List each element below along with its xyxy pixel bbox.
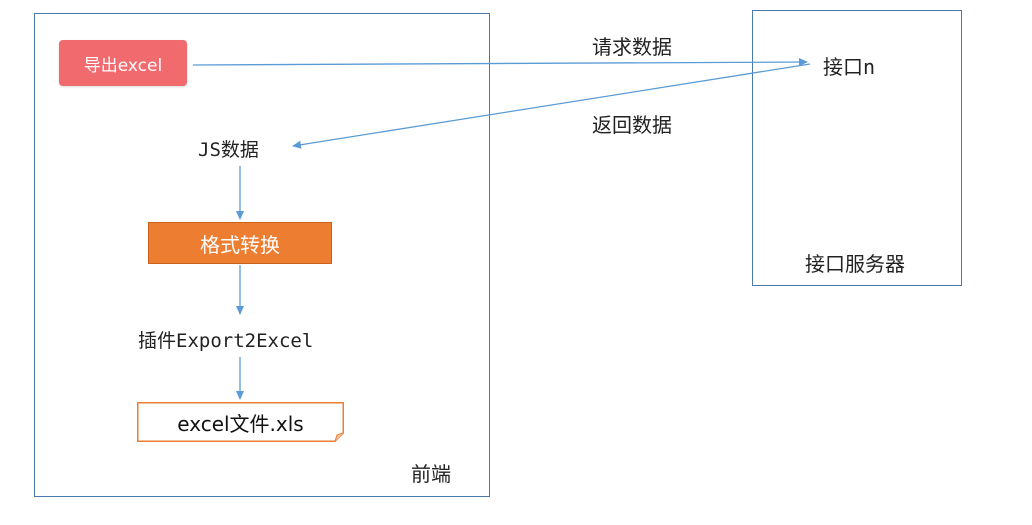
endpoint-label: 接口n bbox=[823, 55, 876, 79]
plugin-export2excel-label: 插件Export2Excel bbox=[138, 330, 314, 352]
frontend-container bbox=[34, 13, 490, 497]
server-container bbox=[752, 10, 962, 286]
response-data-label: 返回数据 bbox=[592, 113, 672, 137]
excel-file-node: excel文件.xls bbox=[137, 402, 344, 442]
server-container-label: 接口服务器 bbox=[805, 252, 905, 276]
frontend-container-label: 前端 bbox=[411, 462, 451, 486]
export-excel-button[interactable]: 导出excel bbox=[59, 40, 187, 86]
js-data-label: JS数据 bbox=[198, 139, 259, 161]
request-arrow bbox=[192, 58, 808, 67]
request-data-label: 请求数据 bbox=[592, 35, 672, 59]
response-arrow bbox=[292, 63, 811, 149]
format-convert-box: 格式转换 bbox=[148, 222, 332, 264]
excel-file-label: excel文件.xls bbox=[177, 411, 304, 436]
document-shape bbox=[137, 402, 344, 442]
